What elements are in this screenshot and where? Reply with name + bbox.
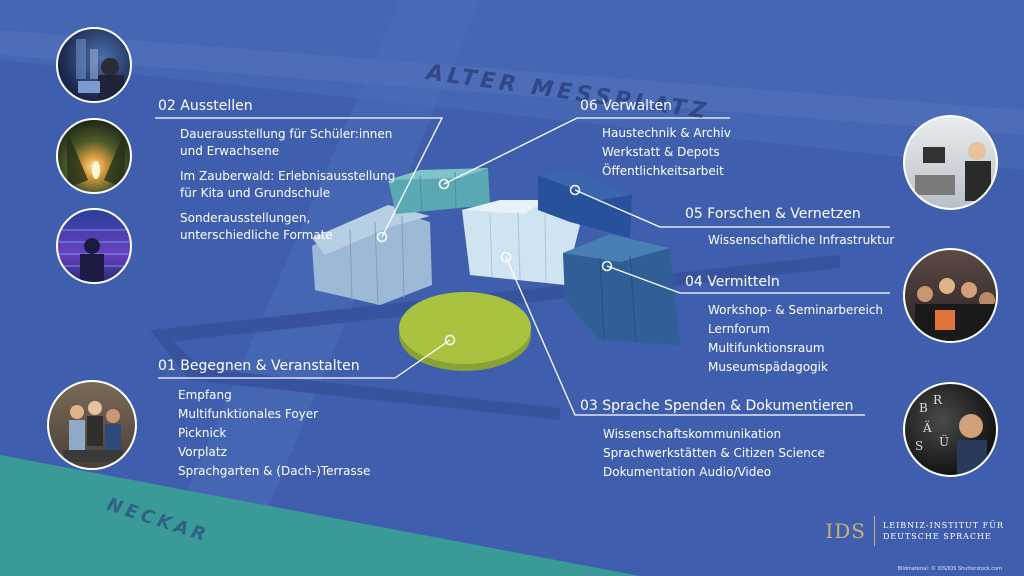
svg-text:S: S: [915, 439, 923, 453]
river-neckar: [0, 455, 640, 576]
section-01-item: Empfang: [178, 388, 232, 402]
leader-03: [505, 256, 865, 416]
section-01-item: Picknick: [178, 426, 227, 440]
street-horizontal: [0, 30, 1024, 135]
svg-text:Ä: Ä: [922, 419, 932, 435]
section-03-item: Wissenschaftskommunikation: [603, 427, 782, 441]
svg-text:Ü: Ü: [939, 433, 949, 449]
photo-digital-exhibit: [56, 208, 132, 284]
photo-audience: [903, 248, 998, 343]
disc-01-begegnen: [399, 292, 531, 371]
section-03-items: Wissenschaftskommunikation Sprachwerkstä…: [603, 426, 825, 483]
section-03-title: 03 Sprache Spenden & Dokumentieren: [580, 398, 854, 414]
section-02-item: Dauerausstellung für Schüler:innen und E…: [180, 127, 393, 158]
section-01-item: Vorplatz: [178, 445, 227, 459]
section-02-items: Dauerausstellung für Schüler:innen und E…: [180, 126, 405, 246]
section-06-title: 06 Verwalten: [580, 98, 673, 114]
leader-dots: [376, 178, 613, 346]
section-04-item: Multifunktionsraum: [708, 341, 825, 355]
section-06-item: Werkstatt & Depots: [602, 145, 720, 159]
photo-research-lab: [903, 115, 998, 210]
ids-logo: IDS LEIBNIZ-INSTITUT FÜR DEUTSCHE SPRACH…: [825, 516, 1004, 546]
image-credit: Bildmaterial: © IDS/IDS Shutterstock.com: [897, 566, 1003, 572]
plot-border-left: [150, 330, 560, 420]
ids-logo-text: LEIBNIZ-INSTITUT FÜR DEUTSCHE SPRACHE: [883, 520, 1004, 542]
section-01-item: Sprachgarten & (Dach-)Terrasse: [178, 464, 371, 478]
block-03-sprache-spenden: [462, 200, 580, 285]
section-02-title: 02 Ausstellen: [158, 98, 253, 114]
leader-02: [155, 117, 444, 238]
leader-05: [574, 189, 890, 228]
section-04-item: Museumspädagogik: [708, 360, 828, 374]
block-06-oben: [388, 168, 490, 214]
section-03-item: Sprachwerkstätten & Citizen Science: [603, 446, 825, 460]
section-01-item: Multifunktionales Foyer: [178, 407, 319, 421]
leader-06: [443, 117, 730, 185]
leader-04: [606, 265, 890, 294]
section-05-items: Wissenschaftliche Infrastruktur: [708, 232, 894, 251]
logo-divider: [873, 516, 875, 546]
section-05-item: Wissenschaftliche Infrastruktur: [708, 233, 895, 247]
section-01-title: 01 Begegnen & Veranstalten: [158, 358, 360, 374]
block-02-ausstellen: [312, 205, 432, 306]
block-04-vermitteln: [563, 234, 680, 345]
ids-logo-line2: DEUTSCHE SPRACHE: [882, 532, 992, 541]
section-05-title: 05 Forschen & Vernetzen: [685, 206, 861, 222]
section-02-item: Im Zauberwald: Erlebnisausstellung für K…: [180, 169, 396, 200]
photo-enchanted-forest: [56, 118, 132, 194]
leader-lines: [155, 117, 890, 416]
section-06-item: Haustechnik & Archiv: [602, 126, 731, 140]
photo-city-person: [56, 27, 132, 103]
section-06-item: Öffentlichkeitsarbeit: [602, 164, 724, 178]
section-02-item: Sonderausstellungen, unterschiedliche Fo…: [180, 211, 333, 242]
ids-logo-short: IDS: [825, 519, 866, 543]
svg-text:B: B: [919, 401, 928, 415]
section-04-items: Workshop- & Seminarbereich Lernforum Mul…: [708, 302, 883, 378]
section-03-item: Dokumentation Audio/Video: [603, 465, 772, 479]
ids-logo-line1: LEIBNIZ-INSTITUT FÜR: [882, 521, 1004, 530]
section-04-title: 04 Vermitteln: [685, 274, 780, 290]
svg-text:R: R: [933, 393, 943, 407]
photo-group-talk: [47, 380, 137, 470]
section-04-item: Lernforum: [708, 322, 770, 336]
leader-01: [158, 339, 451, 379]
section-01-items: Empfang Multifunktionales Foyer Picknick…: [178, 387, 370, 482]
section-06-items: Haustechnik & Archiv Werkstatt & Depots …: [602, 125, 731, 182]
section-04-item: Workshop- & Seminarbereich: [708, 303, 884, 317]
block-05-forschen: [538, 170, 632, 238]
